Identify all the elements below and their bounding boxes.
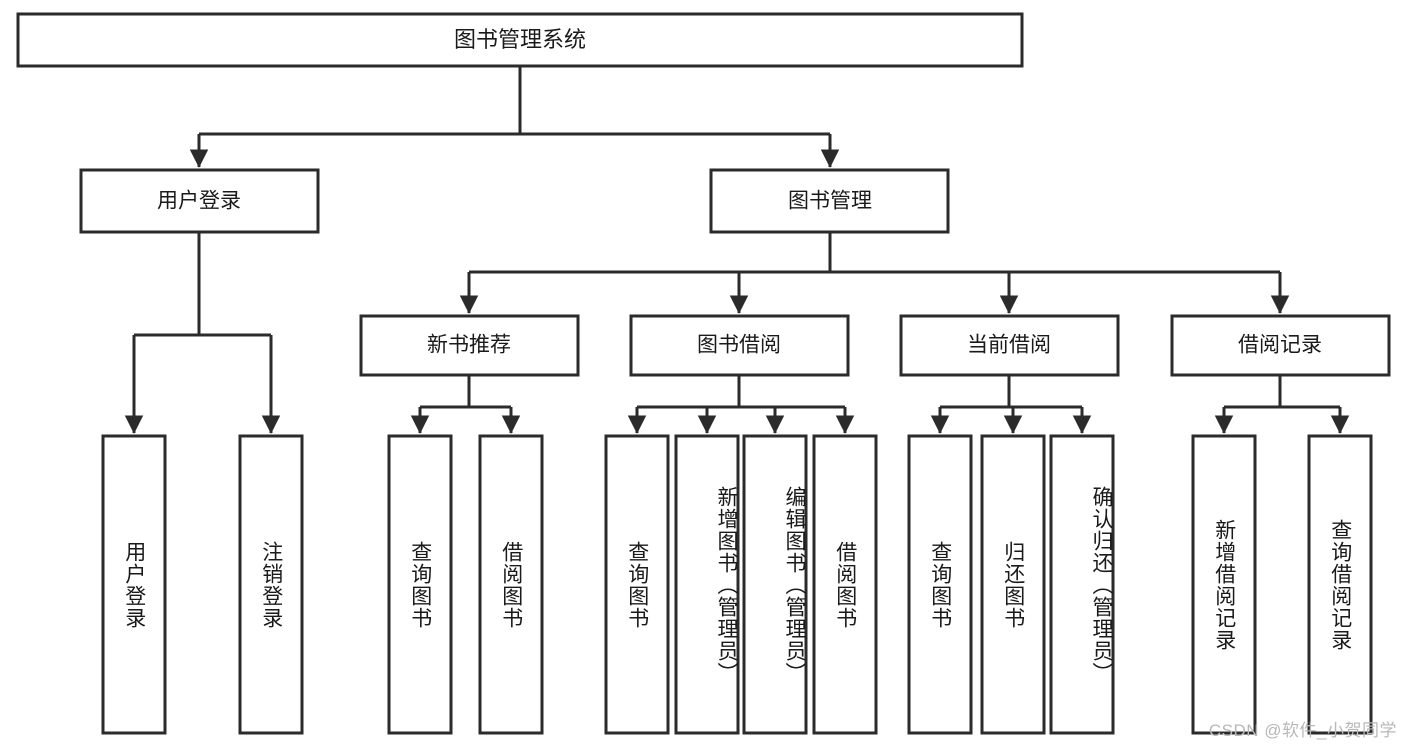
node-new-book-recommend-label: 新书推荐 [427,334,511,357]
leaf-box-new-book-1[interactable] [387,434,453,735]
connector-layer [124,66,1350,434]
node-book-management-box [709,168,950,234]
leaf-box-current-borrow-3[interactable] [1049,434,1115,735]
leaf-box-book-borrow-4[interactable] [812,434,878,735]
node-new-book-recommend[interactable]: 新书推荐 [359,314,580,377]
node-borrow-record[interactable]: 借阅记录 [1170,314,1391,377]
leaf-box-current-borrow-2[interactable] [980,434,1046,735]
leaf-box-book-borrow-3[interactable] [742,434,808,735]
leaf-box-book-borrow-2[interactable] [674,434,740,735]
node-user-login-box [79,168,320,234]
node-current-borrow-box [899,314,1120,377]
leaf-box-borrow-record-1[interactable] [1191,434,1257,735]
leaf-boxes-new-book-recommend [387,434,544,735]
node-root-label: 图书管理系统 [454,27,586,52]
leaf-boxes-book-borrow [604,434,878,735]
leaf-boxes-borrow-record [1191,434,1373,735]
node-borrow-record-box [1170,314,1391,377]
leaf-box-current-borrow-1[interactable] [907,434,973,735]
node-user-login[interactable]: 用户登录 [79,168,320,234]
leaf-box-user-login-2[interactable] [238,434,304,735]
node-new-book-recommend-box [359,314,580,377]
watermark-text: CSDN @软件_小贺同学 [1208,721,1397,740]
node-book-management-label: 图书管理 [788,190,872,213]
node-current-borrow-label: 当前借阅 [967,334,1051,357]
node-root-box [16,12,1024,68]
node-book-management[interactable]: 图书管理 [709,168,950,234]
node-borrow-record-label: 借阅记录 [1238,334,1322,357]
node-current-borrow[interactable]: 当前借阅 [899,314,1120,377]
node-book-borrow[interactable]: 图书借阅 [629,314,850,377]
leaf-box-new-book-2[interactable] [478,434,544,735]
node-book-borrow-box [629,314,850,377]
leaf-boxes-current-borrow [907,434,1115,735]
leaf-box-book-borrow-1[interactable] [604,434,670,735]
leaf-boxes-user-login [101,434,304,735]
node-user-login-label: 用户登录 [157,190,241,213]
node-book-borrow-label: 图书借阅 [697,334,781,357]
leaf-box-user-login-1[interactable] [101,434,167,735]
node-root[interactable]: 图书管理系统 [16,12,1024,68]
leaf-box-borrow-record-2[interactable] [1307,434,1373,735]
